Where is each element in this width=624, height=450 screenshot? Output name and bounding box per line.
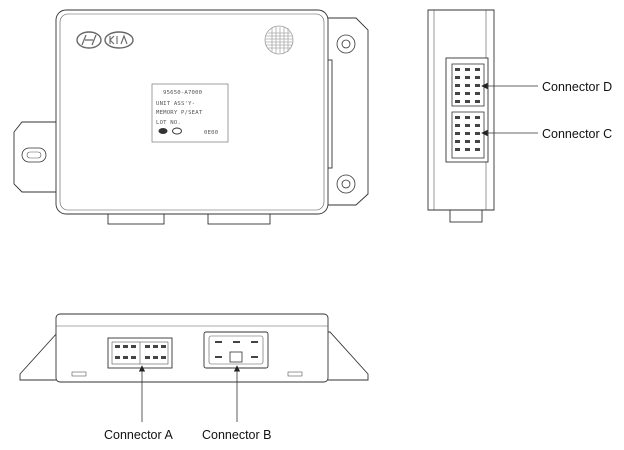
connector-a	[107, 337, 173, 369]
label-part-number: 95650-A7000	[163, 90, 202, 96]
side-view: Connector D Connector C	[427, 9, 612, 223]
vent-grille	[264, 25, 294, 55]
label-lot: LOT NO.	[156, 120, 181, 126]
front-view: Connector A Connector B	[19, 313, 369, 442]
hyundai-logo	[76, 31, 102, 49]
connector-b-label: Connector B	[202, 428, 271, 442]
label-brand-icons	[158, 127, 182, 135]
connector-c-label: Connector C	[542, 127, 612, 141]
label-line-1: UNIT ASS'Y-	[156, 101, 195, 107]
connector-a-label: Connector A	[104, 428, 173, 442]
kia-logo	[104, 31, 134, 49]
product-label: 95650-A7000 UNIT ASS'Y- MEMORY P/SEAT LO…	[151, 83, 229, 143]
label-line-2: MEMORY P/SEAT	[156, 110, 203, 116]
mount-hole-top-right	[336, 34, 356, 54]
connector-d	[451, 63, 485, 107]
top-view: 95650-A7000 UNIT ASS'Y- MEMORY P/SEAT LO…	[13, 9, 369, 225]
mount-slot-left	[21, 147, 47, 163]
connector-d-label: Connector D	[542, 80, 612, 94]
mount-hole-bottom-right	[336, 174, 356, 194]
label-code: 0E00	[204, 130, 218, 136]
left-flange	[13, 121, 59, 193]
connector-b	[203, 331, 269, 369]
connector-cd-housing	[445, 57, 489, 163]
front-housing	[55, 313, 329, 383]
